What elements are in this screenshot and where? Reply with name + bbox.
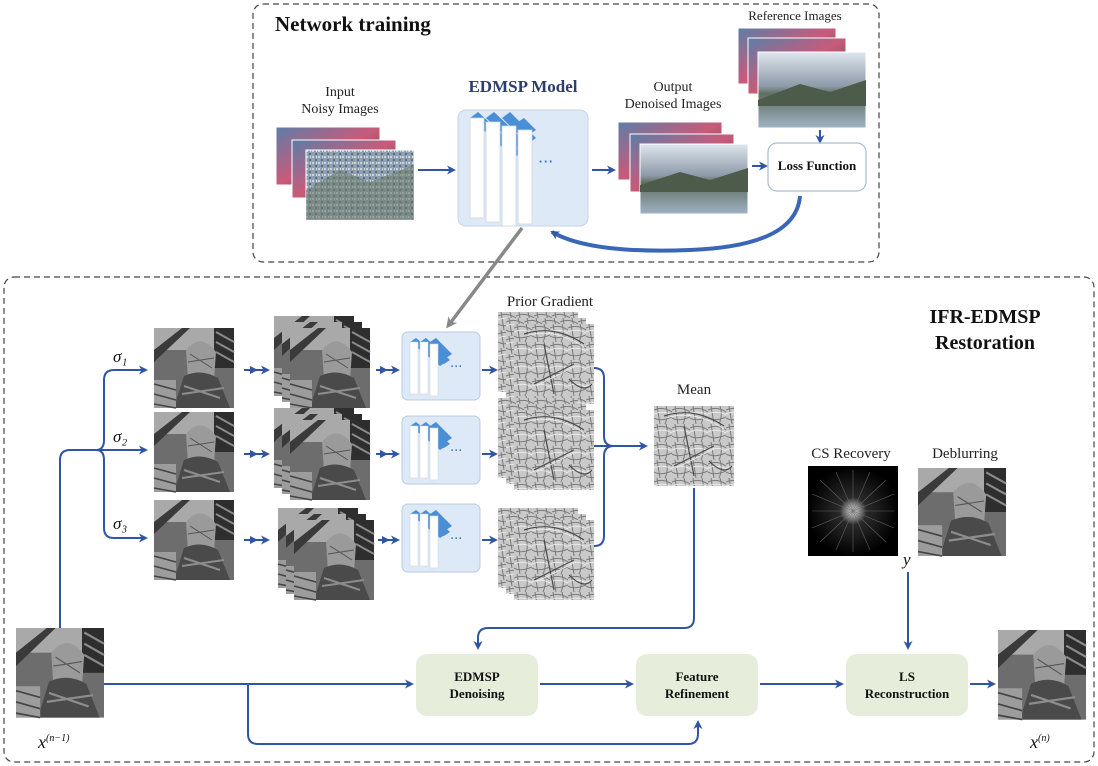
x-input-sup: (n−1) [46, 733, 70, 744]
sigma3-label: σ₃ [113, 514, 128, 533]
mean-label: Mean [676, 382, 712, 398]
training-title: Network training [275, 12, 431, 36]
model-dots: ··· [538, 152, 554, 171]
sigma1-label: σ₁ [113, 347, 128, 366]
loss-function-box [767, 142, 867, 192]
edmsp-denoising-label: EDMSP Denoising [449, 669, 505, 701]
small-model-dots-2: ··· [450, 444, 463, 459]
y-label: y [903, 550, 911, 569]
training-frame [252, 3, 880, 263]
small-model-dots-1: ··· [450, 360, 463, 375]
edmsp-denoising-box: EDMSP Denoising [416, 654, 538, 716]
output-denoised-images [617, 121, 749, 215]
reference-images-label: Reference Images [748, 8, 842, 23]
x-output-label: x(n) [1030, 732, 1050, 753]
input-noisy-label: Input Noisy Images [301, 85, 379, 117]
sigma2-label: σ₂ [113, 427, 128, 446]
restoration-frame [3, 276, 1095, 763]
input-noisy-images [275, 126, 415, 221]
x-input-base: x [38, 732, 46, 752]
deblurring-label: Deblurring [932, 446, 998, 462]
x-output-sup: (n) [1038, 733, 1050, 744]
reference-images [737, 27, 867, 129]
feature-refinement-label: Feature Refinement [664, 669, 730, 701]
loss-function-label: Loss Function [777, 158, 857, 173]
x-output-base: x [1030, 732, 1038, 752]
x-input-label: x(n−1) [38, 732, 69, 753]
edmsp-model-block [457, 109, 589, 227]
prior-gradient-label: Prior Gradient [506, 294, 594, 310]
feedback-arrow [550, 195, 802, 253]
feature-refinement-box: Feature Refinement [636, 654, 758, 716]
edmsp-model-title: EDMSP Model [468, 77, 578, 96]
ls-reconstruction-label: LS Reconstruction [864, 669, 950, 701]
output-denoised-label: Output Denoised Images [624, 80, 722, 112]
restoration-title: IFR-EDMSP Restoration [929, 306, 1041, 354]
cs-recovery-label: CS Recovery [811, 446, 891, 462]
small-model-dots-3: ··· [450, 532, 463, 547]
ls-reconstruction-box: LS Reconstruction [846, 654, 968, 716]
